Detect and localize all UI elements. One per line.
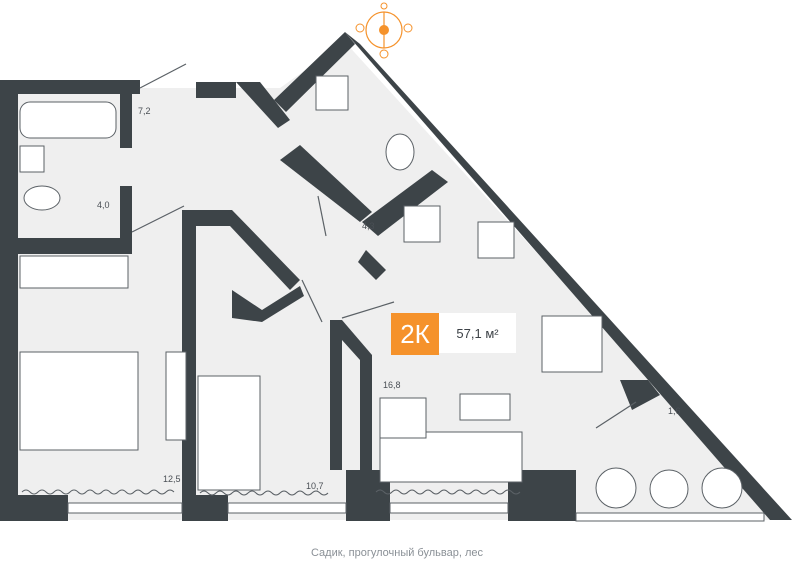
desk-room2: [197, 375, 261, 491]
room-area-bedroom: 12,5: [163, 474, 181, 484]
dining-table: [541, 315, 603, 373]
total-area: 57,1 м²: [439, 313, 516, 353]
bed: [19, 351, 139, 451]
room-area-room2: 10,7: [306, 481, 324, 491]
doors: [131, 63, 637, 429]
windows: [67, 502, 765, 522]
balcony-chair-left: [595, 467, 637, 509]
sun-icon: [355, 23, 413, 59]
sofa: [379, 431, 523, 483]
balcony-chair-right: [701, 467, 743, 509]
room-area-kitchen-living: 16,8: [383, 380, 401, 390]
wc-sink: [315, 75, 349, 111]
bath-sink: [19, 145, 45, 173]
room-area-wc: 4,3: [362, 221, 375, 231]
apartment-type-badge: 2К: [391, 313, 439, 355]
armchair-living: [379, 397, 427, 439]
interior-walls: [12, 88, 660, 500]
coffee-table: [459, 393, 511, 421]
fixtures: [19, 75, 743, 509]
wardrobe: [19, 255, 129, 289]
balcony-table: [649, 469, 689, 509]
wc-toilet: [385, 133, 415, 171]
bath-toilet: [23, 185, 61, 211]
curtains: [21, 489, 521, 496]
stove: [477, 221, 515, 259]
room-area-balcony: 1,6: [668, 406, 681, 416]
view-caption: Садик, прогулочный бульвар, лес: [310, 547, 484, 559]
room-area-bath: 4,0: [97, 200, 110, 210]
room-area-hall: 7,2: [138, 106, 151, 116]
bathtub: [19, 101, 117, 139]
tv-stand: [165, 351, 187, 441]
kitchen-sink: [403, 205, 441, 243]
compass-icon: [365, 2, 403, 49]
